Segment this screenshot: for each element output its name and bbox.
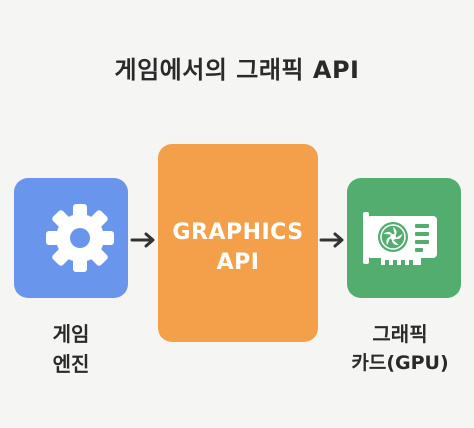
- graphics-api-box: GRAPHICS API: [158, 144, 318, 342]
- graphics-card-label-line2: 카드(GPU): [351, 352, 449, 374]
- graphics-api-label-line2: API: [216, 250, 260, 275]
- diagram-title: 게임에서의 그래픽 API: [114, 56, 360, 84]
- game-engine-label-line1: 게임: [52, 322, 90, 346]
- gear-icon: [44, 202, 116, 274]
- arrow-api-to-gpu: [319, 230, 347, 250]
- graphics-card-icon: [363, 210, 447, 270]
- graphics-card-label-line1: 그래픽: [372, 322, 428, 346]
- arrow-engine-to-api: [130, 230, 158, 250]
- game-engine-box: [14, 178, 128, 298]
- game-engine-label-line2: 엔진: [52, 352, 90, 376]
- graphics-api-label-line1: GRAPHICS: [172, 220, 304, 245]
- graphics-card-box: [347, 178, 461, 298]
